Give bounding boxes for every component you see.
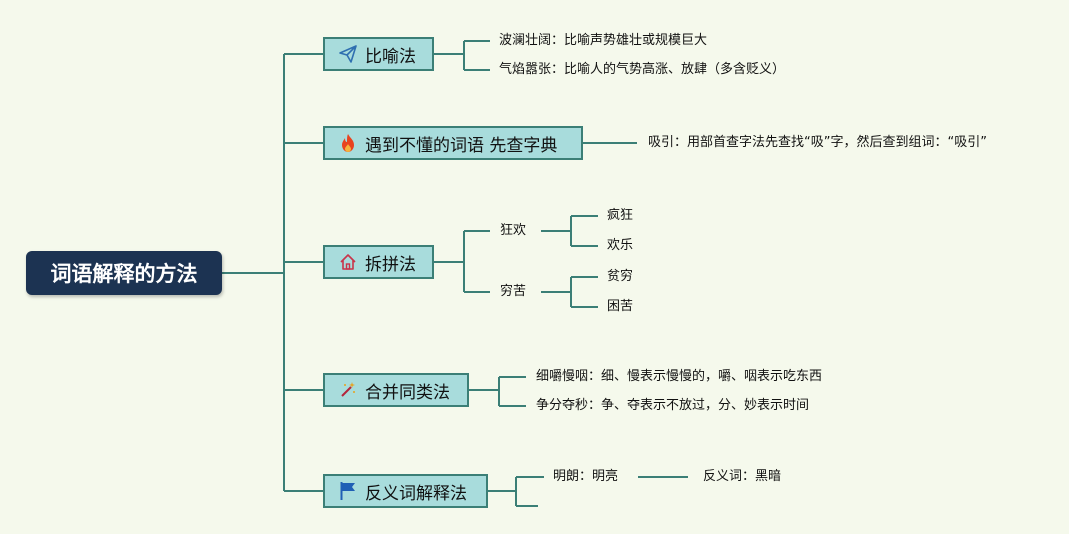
list-item: 疯狂 xyxy=(607,208,634,223)
magic-wand-icon xyxy=(337,379,359,401)
branch-metaphor[interactable]: 比喻法 xyxy=(323,37,434,71)
list-item: 明朗：明亮 xyxy=(553,469,619,484)
branch-label: 比喻法 xyxy=(365,46,416,67)
branch-dictionary[interactable]: 遇到不懂的词语 先查字典 xyxy=(323,126,583,160)
list-item: 吸引：用部首查字法先查找“吸”字，然后查到组词：“吸引” xyxy=(648,135,987,150)
list-item: 困苦 xyxy=(607,299,634,314)
branch-antonym[interactable]: 反义词解释法 xyxy=(323,474,488,508)
list-item: 波澜壮阔：比喻声势雄壮或规模巨大 xyxy=(499,33,708,48)
list-item: 气焰嚣张：比喻人的气势高涨、放肆（多含贬义） xyxy=(499,62,786,77)
branch-label: 反义词解释法 xyxy=(365,483,467,504)
branch-merge-similar[interactable]: 合并同类法 xyxy=(323,373,469,407)
branch-label: 合并同类法 xyxy=(365,382,450,403)
list-item: 贫穷 xyxy=(607,269,634,284)
fire-icon xyxy=(337,132,359,154)
group-label: 穷苦 xyxy=(500,284,527,299)
list-item: 欢乐 xyxy=(607,238,634,253)
list-item: 争分夺秒：争、夺表示不放过，分、妙表示时间 xyxy=(536,398,810,413)
branch-label: 拆拼法 xyxy=(365,254,416,275)
flag-icon xyxy=(337,480,359,502)
paper-plane-icon xyxy=(337,43,359,65)
house-icon xyxy=(337,251,359,273)
group-label: 狂欢 xyxy=(500,223,527,238)
root-node[interactable]: 词语解释的方法 xyxy=(26,251,222,295)
sub-item: 反义词：黑暗 xyxy=(703,469,782,484)
list-item: 细嚼慢咽：细、慢表示慢慢的，嚼、咽表示吃东西 xyxy=(536,369,823,384)
root-title: 词语解释的方法 xyxy=(50,262,198,286)
branch-label: 遇到不懂的词语 先查字典 xyxy=(365,135,558,156)
branch-split-join[interactable]: 拆拼法 xyxy=(323,245,434,279)
